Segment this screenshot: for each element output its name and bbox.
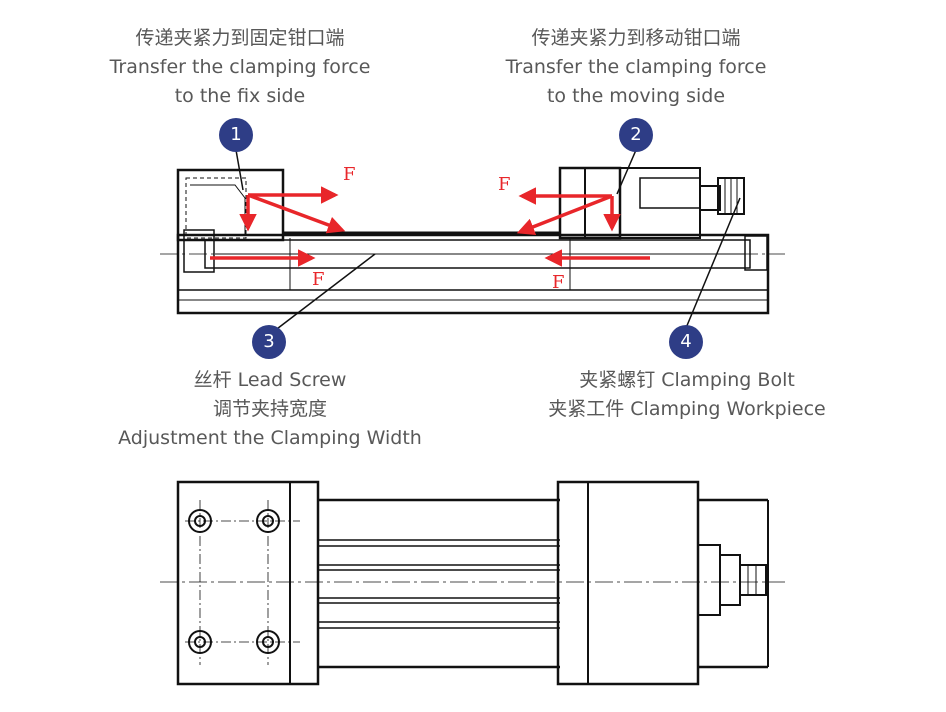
badge-2: 2 <box>619 118 653 152</box>
leader-lines <box>235 149 741 336</box>
lead-screw-line1: 丝杆 Lead Screw <box>193 369 347 391</box>
fix-side-en2: to the fix side <box>174 85 306 107</box>
top-view <box>160 480 785 686</box>
badge-3: 3 <box>252 325 286 359</box>
fix-side-cn: 传递夹紧力到固定钳口端 <box>135 27 345 49</box>
moving-side-en1: Transfer the clamping force <box>505 56 767 78</box>
lead-screw-line2: 调节夹持宽度 <box>212 398 327 420</box>
badge-1: 1 <box>219 118 253 152</box>
force-label-3: F <box>312 269 325 290</box>
badge-4: 4 <box>669 325 703 359</box>
clamping-bolt-top <box>739 564 767 596</box>
side-view <box>160 166 785 315</box>
force-label-4: F <box>552 272 565 293</box>
lead-screw-label: 丝杆 Lead Screw 调节夹持宽度 Adjustment the Clam… <box>100 366 440 453</box>
base-body <box>176 233 770 315</box>
clamping-bolt-line1: 夹紧螺钉 Clamping Bolt <box>579 369 795 391</box>
force-label-1: F <box>343 164 356 185</box>
bolt-hole-1 <box>188 509 212 533</box>
fix-side-en1: Transfer the clamping force <box>109 56 371 78</box>
lead-screw-line3: Adjustment the Clamping Width <box>118 427 422 449</box>
force-label-2: F <box>498 174 511 195</box>
bolt-hole-3 <box>188 630 212 654</box>
moving-side-cn: 传递夹紧力到移动钳口端 <box>531 27 741 49</box>
moving-jaw-top <box>556 480 700 686</box>
moving-side-label: 传递夹紧力到移动钳口端 Transfer the clamping force … <box>486 24 786 111</box>
fix-side-label: 传递夹紧力到固定钳口端 Transfer the clamping force … <box>90 24 390 111</box>
bolt-hole-2 <box>256 509 280 533</box>
clamping-bolt-line2: 夹紧工件 Clamping Workpiece <box>548 398 826 420</box>
bolt-hole-4 <box>256 630 280 654</box>
clamping-bolt-label: 夹紧螺钉 Clamping Bolt 夹紧工件 Clamping Workpie… <box>537 366 837 424</box>
force-arrows <box>210 186 650 267</box>
moving-side-en2: to the moving side <box>546 85 726 107</box>
